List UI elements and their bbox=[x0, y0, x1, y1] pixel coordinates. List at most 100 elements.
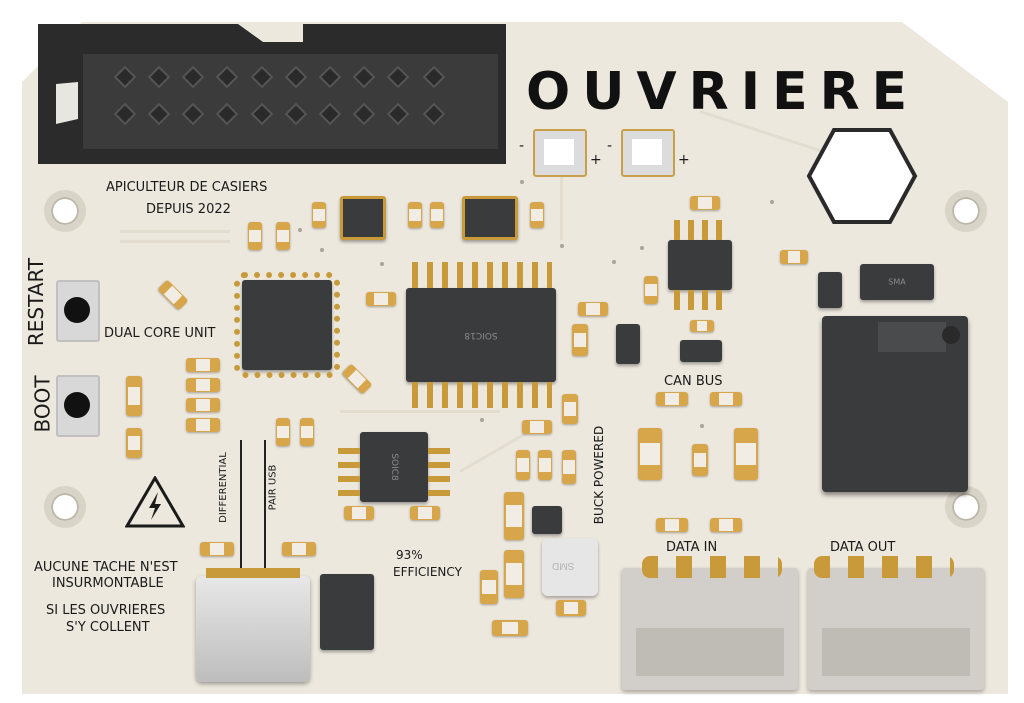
via bbox=[380, 262, 384, 266]
resistor bbox=[186, 398, 220, 412]
tagline-line-1: APICULTEUR DE CASIERS bbox=[106, 180, 268, 195]
differential-label: DIFFERENTIAL bbox=[217, 452, 229, 523]
data-in-label: DATA IN bbox=[666, 540, 718, 555]
hexagon-standoff bbox=[806, 127, 918, 225]
capacitor bbox=[276, 222, 290, 250]
resistor bbox=[200, 542, 234, 556]
smd-label: SMD bbox=[552, 560, 575, 571]
led-1-plus: + bbox=[590, 152, 602, 168]
soic8-pins-left bbox=[338, 440, 360, 496]
mounting-hole bbox=[945, 486, 987, 528]
resistor bbox=[282, 542, 316, 556]
capacitor bbox=[562, 394, 578, 424]
soic8-label: SOIC8 bbox=[389, 453, 399, 481]
trace bbox=[120, 240, 230, 243]
data-out-connector[interactable] bbox=[808, 568, 984, 690]
via bbox=[700, 424, 704, 428]
high-voltage-icon bbox=[124, 475, 186, 528]
can-pins-top bbox=[674, 220, 726, 240]
can-bus-label: CAN BUS bbox=[664, 374, 723, 389]
capacitor bbox=[644, 276, 658, 304]
resistor bbox=[276, 418, 290, 446]
resistor bbox=[690, 320, 714, 332]
data-in-connector[interactable] bbox=[622, 568, 798, 690]
capacitor bbox=[572, 324, 588, 356]
resistor bbox=[522, 420, 552, 434]
resistor bbox=[710, 518, 742, 532]
capacitor bbox=[638, 428, 662, 480]
transistor-1 bbox=[616, 324, 640, 364]
soic8-chip: SOIC8 bbox=[360, 432, 428, 502]
capacitor bbox=[248, 222, 262, 250]
transistor-2 bbox=[680, 340, 722, 362]
pair-usb-label: PAIR USB bbox=[267, 464, 279, 511]
buck-inductor: SMD bbox=[542, 538, 598, 596]
motto-line-2: INSURMONTABLE bbox=[52, 576, 164, 591]
resistor bbox=[186, 418, 220, 432]
can-pins-bottom bbox=[674, 290, 726, 310]
resistor bbox=[492, 620, 528, 636]
tagline-line-2: DEPUIS 2022 bbox=[146, 202, 231, 217]
silk-line bbox=[264, 440, 266, 570]
box-header-connector bbox=[38, 24, 506, 166]
resistor bbox=[344, 506, 374, 520]
soic18-pins-bottom bbox=[412, 382, 552, 408]
dual-core-label: DUAL CORE UNIT bbox=[104, 326, 216, 341]
via bbox=[520, 180, 524, 184]
restart-button[interactable] bbox=[56, 280, 100, 342]
via bbox=[298, 228, 302, 232]
capacitor bbox=[480, 570, 498, 604]
power-module bbox=[822, 316, 968, 492]
data-out-pins bbox=[814, 556, 954, 578]
can-transceiver-chip bbox=[668, 240, 732, 290]
data-in-pins bbox=[642, 556, 782, 578]
resistor bbox=[780, 250, 808, 264]
led-1 bbox=[533, 129, 587, 177]
capacitor bbox=[312, 202, 326, 228]
capacitor bbox=[504, 492, 524, 540]
soic18-chip: SOIC18 bbox=[406, 288, 556, 382]
resistor bbox=[300, 418, 314, 446]
boot-button[interactable] bbox=[56, 375, 100, 437]
via bbox=[612, 260, 616, 264]
silk-line bbox=[240, 440, 242, 570]
data-out-label: DATA OUT bbox=[830, 540, 896, 555]
resistor bbox=[126, 428, 142, 458]
soic8-pins-right bbox=[428, 440, 450, 496]
inductor-1 bbox=[340, 196, 386, 240]
soic18-pins-top bbox=[412, 262, 552, 288]
efficiency-label: EFFICIENCY bbox=[393, 565, 462, 579]
motto-line-3: SI LES OUVRIERES bbox=[46, 603, 166, 618]
led-smd bbox=[126, 376, 142, 416]
resistor bbox=[556, 600, 586, 616]
resistor bbox=[690, 196, 720, 210]
motto-line-4: S'Y COLLENT bbox=[66, 620, 150, 635]
inductor-2 bbox=[462, 196, 518, 240]
trace bbox=[120, 230, 230, 233]
boot-label: BOOT bbox=[30, 375, 55, 433]
mounting-hole bbox=[945, 190, 987, 232]
usb-c-port[interactable] bbox=[196, 568, 310, 682]
led-1-minus: - bbox=[519, 138, 525, 154]
trace bbox=[340, 410, 500, 413]
capacitor bbox=[538, 450, 552, 480]
transistor-3 bbox=[818, 272, 842, 308]
via bbox=[640, 246, 644, 250]
capacitor bbox=[408, 202, 422, 228]
mounting-hole bbox=[44, 486, 86, 528]
soic18-label: SOIC18 bbox=[464, 330, 498, 340]
mcu-qfp-chip bbox=[234, 272, 340, 378]
resistor bbox=[710, 392, 742, 406]
led-2-minus: - bbox=[607, 138, 613, 154]
restart-label: RESTART bbox=[24, 257, 49, 347]
via bbox=[480, 418, 484, 422]
efficiency-percent: 93% bbox=[396, 548, 423, 562]
via bbox=[560, 244, 564, 248]
led-2 bbox=[621, 129, 675, 177]
capacitor bbox=[562, 450, 576, 484]
resistor bbox=[186, 358, 220, 372]
capacitor bbox=[516, 450, 530, 480]
sma-label: SMA bbox=[888, 277, 906, 287]
mounting-hole bbox=[44, 190, 86, 232]
capacitor bbox=[530, 202, 544, 228]
